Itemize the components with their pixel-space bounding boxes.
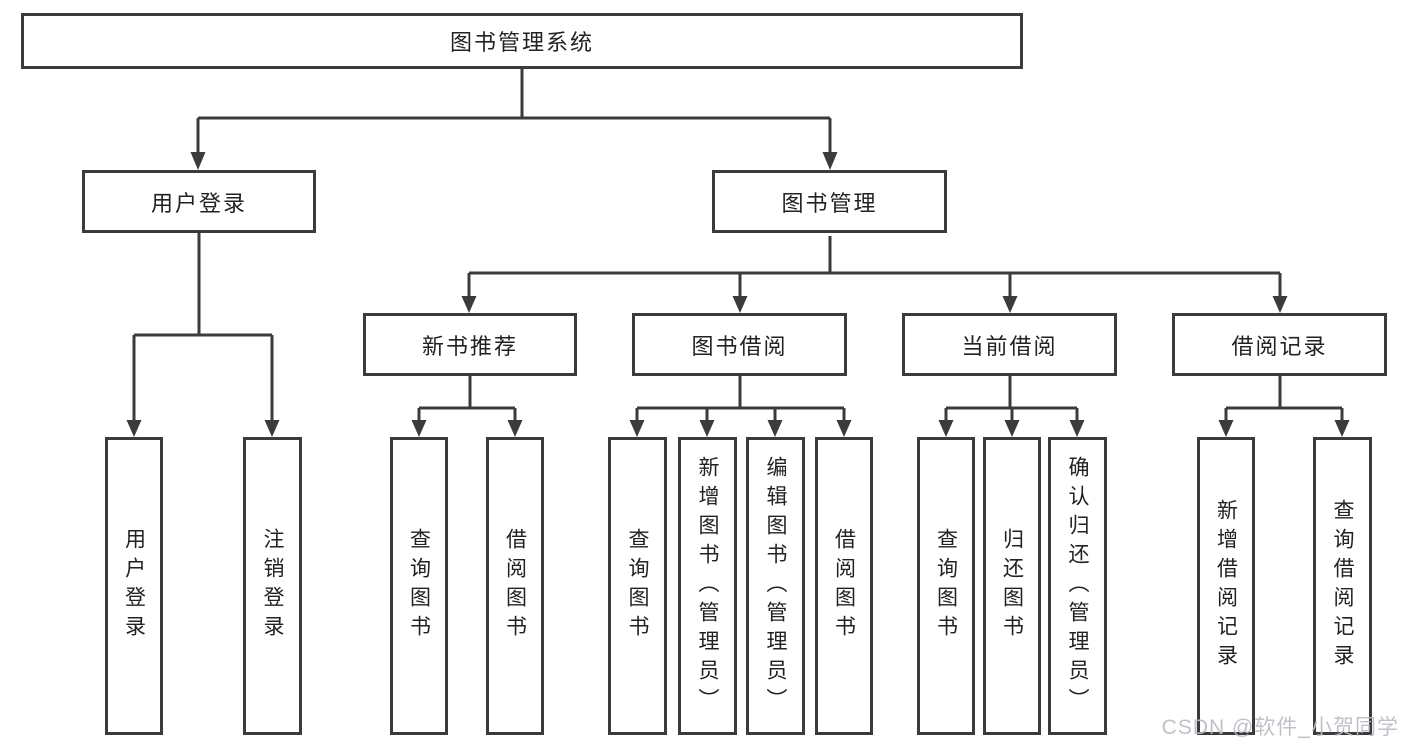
leaf-query-books-borrow: 查询图书 [608,437,667,735]
node-user-login: 用户登录 [82,170,316,233]
node-library-management-system: 图书管理系统 [21,13,1023,69]
node-borrowing-records: 借阅记录 [1172,313,1387,376]
leaf-borrow-books-recommend: 借阅图书 [486,437,544,735]
leaf-query-borrow-record: 查询借阅记录 [1313,437,1372,735]
leaf-user-login: 用户登录 [105,437,163,735]
leaf-query-books-current: 查询图书 [917,437,975,735]
leaf-add-borrow-record: 新增借阅记录 [1197,437,1255,735]
node-current-borrowing: 当前借阅 [902,313,1117,376]
node-new-book-recommendation: 新书推荐 [363,313,577,376]
node-book-borrowing: 图书借阅 [632,313,847,376]
csdn-watermark: CSDN @软件_小贺同学 [1161,716,1399,739]
leaf-return-books: 归还图书 [983,437,1041,735]
leaf-query-books-recommend: 查询图书 [390,437,448,735]
leaf-logout: 注销登录 [243,437,302,735]
node-book-management: 图书管理 [712,170,947,233]
leaf-confirm-return-admin: 确认归还（管理员） [1048,437,1107,735]
leaf-add-books-admin: 新增图书（管理员） [678,437,737,735]
leaf-edit-books-admin: 编辑图书（管理员） [746,437,805,735]
leaf-borrow-books: 借阅图书 [815,437,873,735]
